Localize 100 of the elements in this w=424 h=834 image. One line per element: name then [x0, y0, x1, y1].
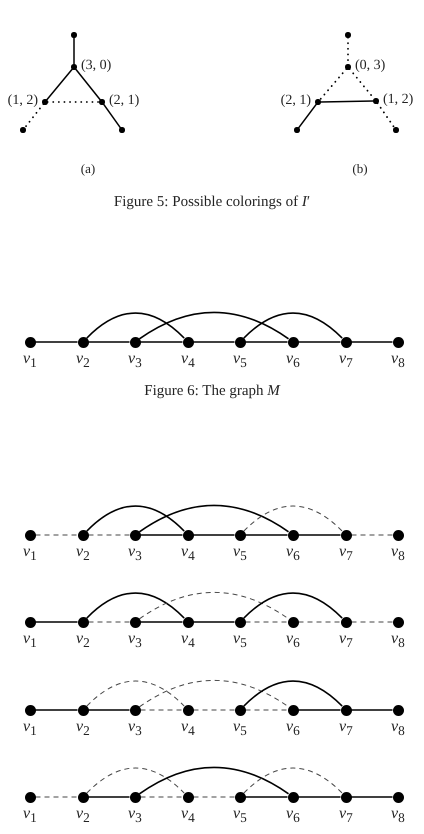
coordinate-label: (2, 1)	[109, 93, 140, 109]
arc-edge	[86, 592, 185, 619]
arc-edge	[138, 592, 290, 620]
graph-edge	[352, 709, 392, 711]
vertex-label: v$_{3}$	[128, 351, 142, 372]
graph-edge	[36, 621, 78, 623]
arc-edge	[138, 680, 290, 708]
graph-edge	[140, 796, 183, 798]
arc-edge	[86, 680, 185, 707]
graph-edge	[298, 341, 340, 343]
graph-edge	[246, 534, 288, 536]
vertex-label: v$_{3}$	[128, 806, 142, 826]
arc-edge	[139, 312, 289, 340]
vertex-label: v$_{8}$	[391, 719, 405, 740]
vertex-label: v$_{6}$	[286, 544, 300, 564]
graph-edge	[246, 796, 288, 798]
graph-edge	[352, 796, 392, 798]
coordinate-label: (1, 2)	[383, 92, 414, 108]
vertex-label: v$_{8}$	[391, 544, 405, 564]
graph-edge	[24, 103, 44, 129]
arc-edge	[139, 766, 289, 794]
vertex-label: v$_{3}$	[128, 719, 142, 740]
coordinate-label: (0, 3)	[355, 58, 386, 74]
graph-edge	[88, 534, 130, 536]
vertex-label: v$_{1}$	[23, 631, 37, 652]
coordinate-label: (1, 2)	[8, 93, 38, 109]
vertex-label: v$_{1}$	[23, 719, 37, 740]
graph-edge	[36, 709, 78, 711]
vertex-label: v$_{5}$	[233, 544, 247, 564]
graph-edge	[140, 534, 182, 536]
arc-edge	[139, 504, 289, 532]
panel-label: (b)	[352, 161, 368, 177]
figure-caption: Figure 6: The graph M	[144, 383, 280, 399]
vertex-label: v$_{3}$	[128, 544, 142, 564]
graph-edge	[298, 534, 340, 536]
vertex-label: v$_{6}$	[286, 806, 300, 826]
vertex-label: v$_{8}$	[391, 806, 405, 826]
vertex-label: v$_{7}$	[339, 544, 353, 564]
vertex-label: v$_{5}$	[233, 631, 247, 652]
graph-edge	[75, 68, 101, 100]
vertex-label: v$_{7}$	[339, 631, 353, 652]
vertex-label: v$_{2}$	[76, 806, 90, 826]
graph-edge	[46, 68, 73, 100]
vertex-label: v$_{8}$	[391, 631, 405, 652]
vertex-label: v$_{7}$	[339, 806, 353, 826]
panel-label: (a)	[80, 161, 96, 177]
graph-edge	[194, 621, 234, 623]
arc-edge	[86, 312, 185, 339]
coordinate-label: (2, 1)	[280, 93, 311, 109]
vertex-label: v$_{4}$	[181, 351, 195, 372]
vertex-label: v$_{1}$	[23, 351, 37, 372]
vertex-label: v$_{2}$	[76, 631, 90, 652]
graph-edge	[73, 38, 75, 64]
vertex-label: v$_{2}$	[76, 719, 90, 740]
vertex-label: v$_{3}$	[128, 631, 142, 652]
graph-edge	[35, 534, 78, 536]
graph-edge	[46, 101, 100, 103]
graph-edge	[298, 796, 340, 798]
vertex-label: v$_{6}$	[286, 351, 300, 372]
vertex-label: v$_{5}$	[233, 806, 247, 826]
vertex-label: v$_{6}$	[286, 631, 300, 652]
arc-edge	[243, 768, 343, 794]
graph-edge	[194, 534, 234, 536]
graph-edge	[376, 102, 396, 129]
arc-edge	[243, 592, 343, 619]
vertex-label: v$_{1}$	[23, 544, 37, 564]
graph-edge	[320, 100, 374, 103]
vertex-label: v$_{4}$	[181, 806, 195, 826]
vertex-label: v$_{7}$	[339, 719, 353, 740]
graph-edge	[246, 341, 288, 343]
vertex-label: v$_{5}$	[233, 351, 247, 372]
graph-edge	[298, 104, 318, 128]
graph-edge	[298, 709, 340, 711]
arc-edge	[243, 312, 343, 339]
vertex-label: v$_{8}$	[391, 351, 405, 372]
vertex-label: v$_{7}$	[339, 351, 353, 372]
figure-caption: Figure 5: Possible colorings of I′	[114, 194, 310, 210]
graph-edge	[351, 534, 393, 536]
vertex-label: v$_{5}$	[233, 719, 247, 740]
arc-edge	[86, 768, 185, 794]
graph-edge	[193, 796, 235, 798]
graph-edge	[318, 68, 348, 101]
vertex-label: v$_{2}$	[76, 351, 90, 372]
vertex-label: v$_{4}$	[181, 719, 195, 740]
vertex-label: v$_{2}$	[76, 544, 90, 564]
vertex-label: v$_{4}$	[181, 631, 195, 652]
graph-edge	[88, 709, 130, 711]
graph-edge	[35, 796, 78, 798]
arc-edge	[86, 505, 185, 532]
graph-edge	[36, 341, 78, 343]
graph-edge	[88, 796, 130, 798]
graph-edge	[352, 341, 392, 343]
arc-edge	[243, 506, 343, 532]
graph-edge	[140, 341, 182, 343]
vertex-label: v$_{6}$	[286, 719, 300, 740]
graph-edge	[194, 341, 234, 343]
graph-edge	[140, 621, 182, 623]
graph-edge	[88, 341, 130, 343]
vertex-label: v$_{1}$	[23, 806, 37, 826]
arc-edge	[243, 680, 343, 707]
